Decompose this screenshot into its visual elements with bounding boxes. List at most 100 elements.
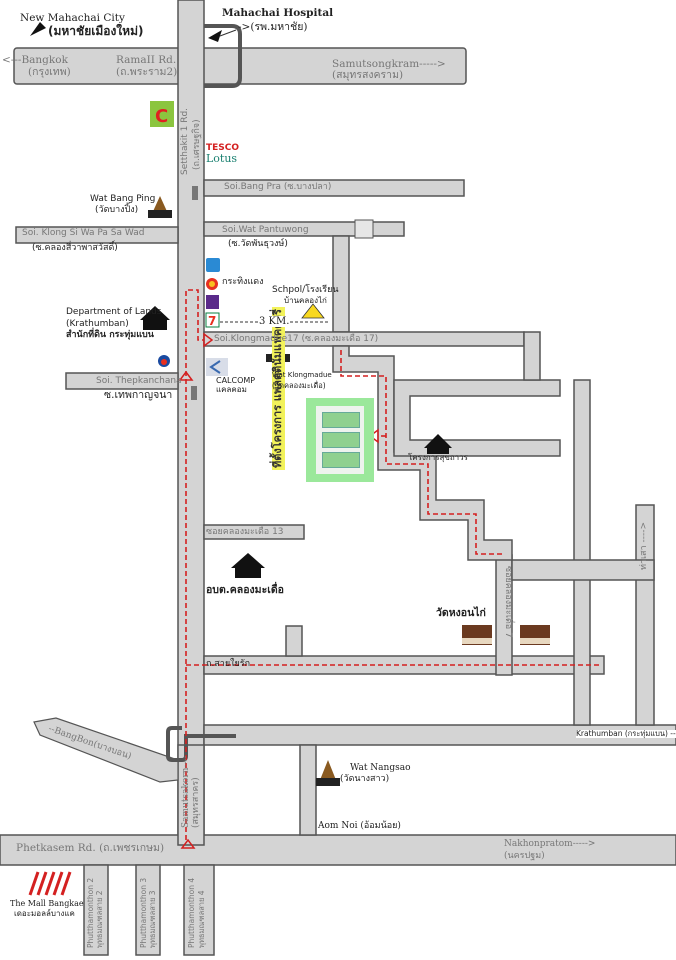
road-phetkasem <box>0 834 676 866</box>
krating-daeng-icon <box>206 278 218 290</box>
road-soi-klongmadue13 <box>203 524 305 540</box>
label-tesco: TESCO <box>206 143 240 153</box>
label-sai-rak: ถ.สายใยรัก <box>206 659 251 669</box>
road-phutthamonthon2 <box>83 864 109 956</box>
label-phutthamonthon3-th: พุทธมณฑลสาย 3 <box>148 890 157 948</box>
label-new-mahachai-en: New Mahachai City <box>20 12 125 24</box>
road-phutthamonthon4 <box>183 864 215 956</box>
road-pantuwong-vertical <box>332 235 350 333</box>
label-nakhonpratom-en: Nakhonpratom-----> <box>504 839 596 849</box>
label-phetkasem: Phetkasem Rd. (ถ.เพชรเกษม) <box>16 842 165 854</box>
label-soi-klongmadue7: ซอยคลองมะเดื่อ 7 <box>503 566 513 638</box>
hospital-pointer-icon <box>208 30 222 42</box>
label-samutsongkram-th: (สมุทรสงคราม) <box>332 69 404 81</box>
label-wat-klongmadue-en: Wat Klongmadue <box>272 371 332 379</box>
label-phutthamonthon4-th: พุทธมณฑลสาย 4 <box>197 890 206 948</box>
label-phutthamonthon4-en: Phutthamonthon 4 <box>187 877 196 948</box>
temple-icon-nangsao <box>316 760 340 786</box>
label-krating-daeng: กระทิงแดง <box>222 277 264 287</box>
road-stub <box>285 625 303 657</box>
label-soi-klongmadue13: ซอยคลองมะเดื่อ 13 <box>206 527 284 537</box>
label-soi-pantuwong-th: (ซ.วัดพันธุวงษ์) <box>228 239 288 249</box>
route-path <box>185 289 600 840</box>
house-icon-dept-lands <box>140 306 170 330</box>
road-soi-thepkanchana <box>65 372 179 390</box>
label-village: โครงการสุขถาวร <box>408 453 468 462</box>
road-bangbon <box>33 717 179 783</box>
label-rama2-th: (ถ.พระราม2) <box>116 66 178 78</box>
label-distance: 3 KM. <box>258 316 291 327</box>
label-mall-th: เดอะมอลล์บางแค <box>14 909 75 918</box>
route-arrow-left <box>368 428 379 444</box>
school-sign-icon <box>301 303 325 319</box>
label-soi-thepkanchana-en: Soi. Thepkanchana <box>96 376 182 386</box>
label-wat-hong-on-kai: วัดหงอนไก่ <box>436 607 486 619</box>
label-soi-bang-pra: Soi.Bang Pra (ซ.บางปลา) <box>224 182 332 192</box>
label-obt: อบต.คลองมะเดื่อ <box>206 584 284 596</box>
bigc-logo-icon: C <box>150 101 174 127</box>
house-icon-obt <box>231 553 265 578</box>
label-phutthamonthon3-en: Phutthamonthon 3 <box>139 877 148 948</box>
label-rama2-en: RamaII Rd. <box>116 54 177 66</box>
label-aom-noi: Aom Noi (อ้อมน้อย) <box>318 821 401 831</box>
label-setthakit-en: Setthakit 1 Rd. <box>180 107 190 175</box>
label-hospital-en: Mahachai Hospital <box>222 7 334 19</box>
label-samutsakorn-th: (สมุทรสาคร) <box>191 777 201 828</box>
label-dept-lands-th: สำนักที่ดิน กระทุ่มแบน <box>66 330 154 340</box>
temple-icon-hong-on-kai-2 <box>520 625 550 645</box>
road-aom-noi-vertical <box>299 744 317 836</box>
road-right-vertical-1 <box>573 379 591 726</box>
label-wat-nangsao-th: (วัดนางสาว) <box>340 774 390 784</box>
label-bangkok-en: <---Bangkok <box>2 54 68 66</box>
seven-eleven-icon: 7 <box>205 312 220 328</box>
route-main-vertical <box>185 289 204 840</box>
label-wat-bang-ping-en: Wat Bang Ping <box>90 194 156 204</box>
route-arrow-up <box>178 370 194 381</box>
road-setthakit <box>177 0 205 841</box>
label-samutsongkram-en: Samutsongkram-----> <box>332 58 446 70</box>
label-phutthamonthon2-th: พุทธมณฑลสาย 2 <box>95 890 104 948</box>
label-tha-sao: ท่าเสา ----> <box>639 521 649 570</box>
road-village-loop <box>393 379 561 457</box>
route-arrow-right <box>203 332 214 348</box>
svg-text:C: C <box>155 106 168 127</box>
label-hospital-th: ->(รพ.มหาชัย) <box>238 21 308 33</box>
label-dept-lands-2: (Krathumban) <box>66 319 129 329</box>
label-soi-klong-en: Soi. Klong Si Wa Pa Sa Wad <box>22 228 145 238</box>
road-soi-klong <box>15 226 179 244</box>
label-school-en: Schpol/โรงเรียน <box>272 285 339 295</box>
label-calcomp-th: แคลคอม <box>216 385 247 394</box>
road-phutthamonthon3 <box>135 864 161 956</box>
traffic-light-icon-1 <box>192 186 198 200</box>
road-right-grid-1 <box>511 559 655 581</box>
pttgas-icon <box>158 355 170 367</box>
label-school-th: บ้านคลองไก่ <box>284 296 327 305</box>
north-arrow-icon <box>30 22 46 36</box>
scb-icon <box>206 295 219 309</box>
svg-text:7: 7 <box>208 314 216 328</box>
route-arrow-up-bottom <box>180 838 196 849</box>
route-staircase <box>340 350 504 555</box>
label-krathumban: Krathumban (กระทุ่มแบน) ---> <box>576 729 676 739</box>
label-phutthamonthon2-en: Phutthamonthon 2 <box>86 877 95 948</box>
label-bangkok-th: (กรุงเทพ) <box>28 66 71 78</box>
calcomp-logo-icon <box>206 358 228 376</box>
traffic-light-icon-2 <box>191 386 197 400</box>
ptt-icon <box>206 258 220 272</box>
road-east-branch <box>523 331 541 381</box>
destination-project-photo[interactable] <box>306 398 374 482</box>
label-wat-bang-ping-th: (วัดบางปิ้ง) <box>95 205 139 215</box>
label-wat-nangsao-en: Wat Nangsao <box>350 763 411 773</box>
house-icon-village <box>424 434 452 454</box>
label-soi-klong-th: (ซ.คลองสี่วาพาสวัสดิ์) <box>32 243 118 253</box>
label-setthakit-th: (ถ.เศรษฐกิจ) <box>192 119 202 170</box>
label-soi-klongmadue17: Soi.Klongmadue17 (ซ.คลองมะเดื่อ 17) <box>214 334 379 344</box>
label-mall-en: The Mall Bangkae <box>10 899 84 908</box>
label-wat-klongmadue-th: (วัดคลองมะเดื่อ) <box>272 381 326 390</box>
road-soi-bang-pra <box>203 179 465 197</box>
label-lotus: Lotus <box>206 152 238 165</box>
crosswalk <box>354 219 374 239</box>
hospital-uturn <box>204 24 242 88</box>
